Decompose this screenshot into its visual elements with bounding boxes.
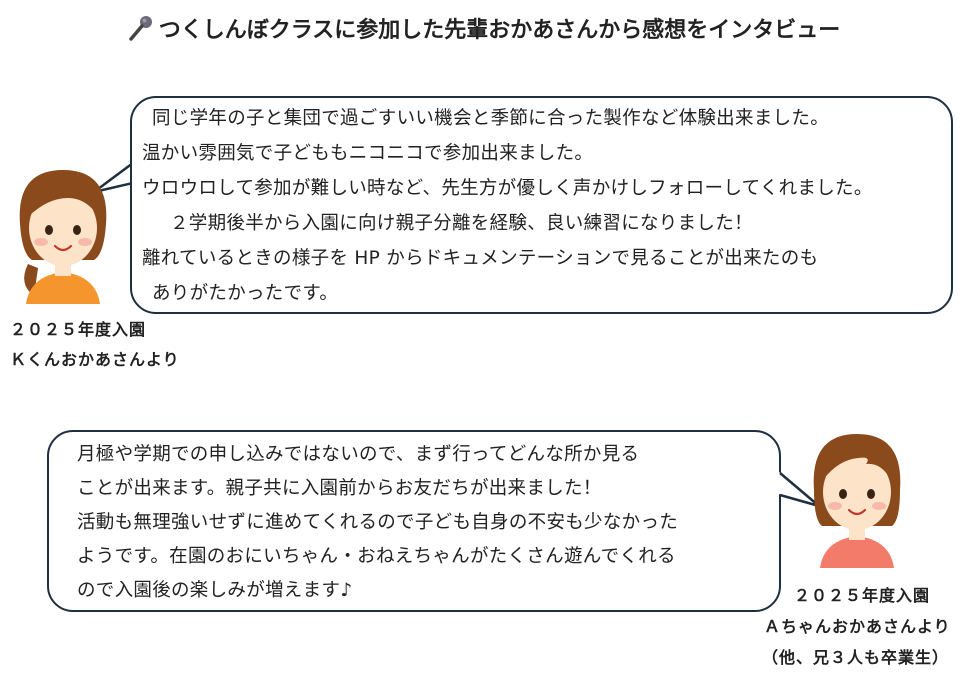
interview1-line-1: 同じ学年の子と集団で過ごすいい機会と季節に合った製作など体験出来ました。 [152,108,829,129]
interview1-caption-year: ２０２５年度入園 [10,320,147,339]
speech-bubble-1: 同じ学年の子と集団で過ごすいい機会と季節に合った製作など体験出来ました。 温かい… [130,96,953,314]
interview1-line-6: ありがたかったです。 [152,283,339,304]
interview2-line-5: ので入園後の楽しみが増えます♪ [77,580,353,601]
girl-avatar-pink [813,434,901,568]
interview1-line-5: 離れているときの様子を HP からドキュメンテーションで見ることが出来たのも [142,248,819,269]
girl-avatar-orange [19,170,107,304]
interview1-line-2: 温かい雰囲気で子どももニコニコで参加出来ました。 [142,143,594,164]
interview2-line-1: 月極や学期での申し込みではないので、まず行ってどんな所か見る [77,444,640,465]
speech-bubble-2: 月極や学期での申し込みではないので、まず行ってどんな所か見る ことが出来ます。親… [47,430,781,612]
interview2-line-3: 活動も無理強いせずに進めてくれるので子ども自身の不安も少なかった [77,512,679,533]
interview1-line-3: ウロウロして参加が難しい時など、先生方が優しく声かけしフォローしてくれました。 [142,178,873,199]
interview2-line-2: ことが出来ます。親子共に入園前からお友だちが出来ました！ [77,478,602,499]
title-text: つくしんぼクラスに参加した先輩おかあさんから感想をインタビュー [158,18,841,43]
microphone-icon [128,16,152,41]
page-title: つくしんぼクラスに参加した先輩おかあさんから感想をインタビュー [0,12,967,44]
interview1-line-4: ２学期後半から入園に向け親子分離を経験、良い練習になりました！ [170,213,753,234]
interview2-caption-name: Ａちゃんおかあさんより [764,617,951,636]
interview2-caption-year: ２０２５年度入園 [794,586,931,605]
interview1-caption-name: Ｋくんおかあさんより [10,350,180,369]
interview2-line-4: ようです。在園のおにいちゃん・おねえちゃんがたくさん遊んでくれる [77,546,676,567]
interview2-caption-note: （他、兄３人も卒業生） [762,648,950,667]
